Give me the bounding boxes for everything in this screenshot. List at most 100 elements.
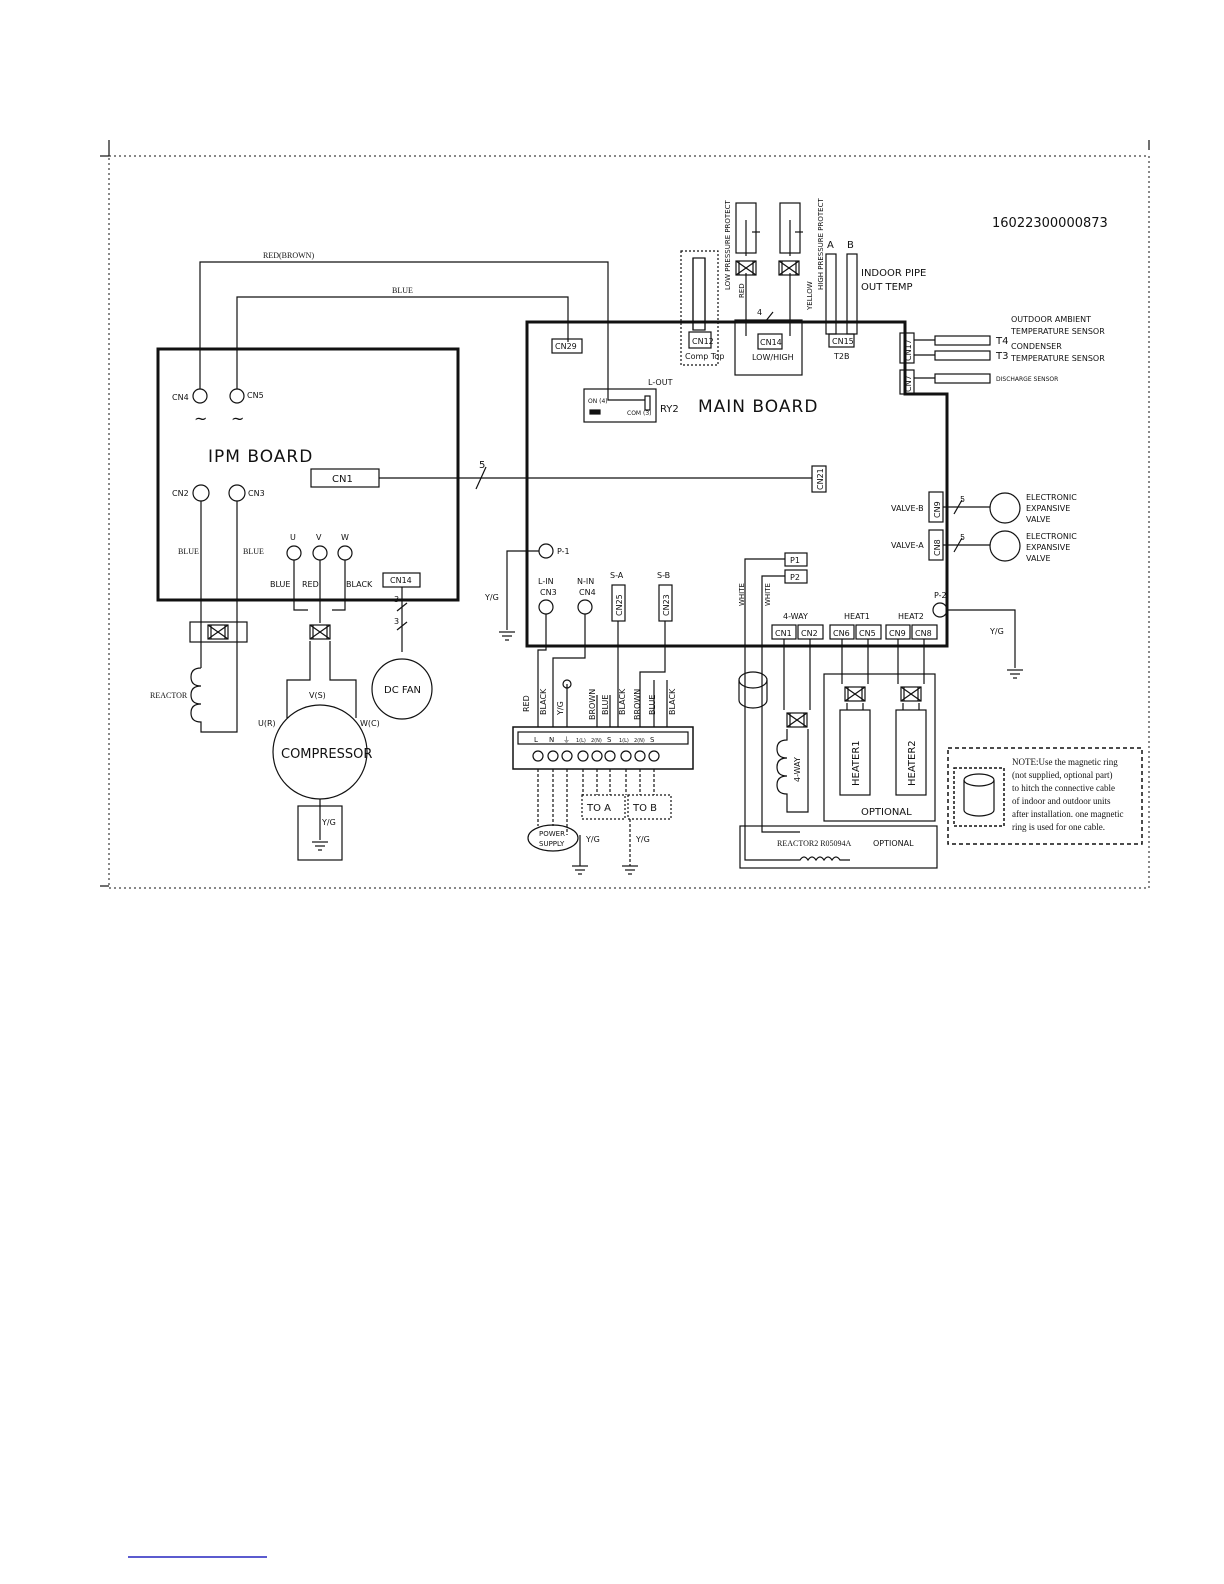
ipm-cn5-terminal [229, 388, 245, 404]
cn12-connector [688, 331, 712, 349]
ac-symbol: ~ [194, 409, 207, 428]
terminal-block [512, 726, 694, 770]
footer-rule [128, 1556, 267, 1558]
ipm-board [156, 347, 460, 602]
svg-text:BLACK: BLACK [668, 688, 677, 715]
svg-text:COMPRESSOR: COMPRESSOR [281, 747, 372, 762]
reactor-coil [190, 652, 238, 733]
svg-text:OPTIONAL: OPTIONAL [861, 807, 912, 818]
low-pressure-label: LOW PRESSURE PROTECT [724, 199, 732, 290]
svg-text:5: 5 [960, 495, 965, 504]
ipm-cn3-terminal [228, 484, 246, 502]
svg-text:ELECTRONIC: ELECTRONIC [1026, 532, 1077, 541]
eev-b [989, 492, 1021, 524]
wire-red-brown [199, 261, 645, 401]
cn14-connector [757, 333, 783, 350]
four-way-coil [776, 729, 809, 813]
reactor2-box [739, 825, 938, 869]
svg-text:CN17: CN17 [904, 339, 913, 361]
cn21-connector [811, 465, 827, 493]
wire-blue [236, 296, 569, 389]
svg-text:VALVE-A: VALVE-A [891, 541, 924, 550]
svg-text:TEMPERATURE SENSOR: TEMPERATURE SENSOR [1010, 354, 1105, 363]
note-box [947, 747, 1143, 845]
svg-text:4: 4 [757, 308, 762, 317]
magnetic-ring-icon [963, 773, 995, 787]
svg-text:Y/G: Y/G [989, 627, 1004, 636]
svg-text:BROWN: BROWN [588, 689, 597, 720]
svg-text:CN1: CN1 [775, 629, 792, 638]
svg-text:P2: P2 [790, 573, 800, 582]
svg-text:CN9: CN9 [889, 629, 906, 638]
eev-a [989, 530, 1021, 562]
svg-text:ELECTRONIC: ELECTRONIC [1026, 493, 1077, 502]
svg-text:CN2: CN2 [801, 629, 818, 638]
terminal-wire-colors: RED BLACK Y/G BROWN BLUE BLACK BROWN BLU… [522, 688, 677, 720]
svg-text:2(N): 2(N) [591, 738, 602, 744]
svg-text:WHITE: WHITE [764, 583, 772, 606]
svg-text:ON (4): ON (4) [588, 398, 608, 405]
svg-text:NOTE:Use the magnetic ring: NOTE:Use the magnetic ring [1012, 757, 1118, 767]
svg-text:U(R): U(R) [258, 719, 276, 728]
svg-text:RED: RED [522, 695, 531, 712]
svg-text:⏚: ⏚ [563, 736, 570, 744]
diagram-frame [108, 155, 1150, 889]
svg-text:S-B: S-B [657, 571, 670, 580]
svg-text:OPTIONAL: OPTIONAL [873, 839, 914, 848]
svg-text:CN5: CN5 [859, 629, 876, 638]
svg-text:1(L): 1(L) [576, 738, 586, 744]
note-text: NOTE:Use the magnetic ring (not supplied… [1012, 757, 1123, 832]
to-b-box [627, 794, 672, 820]
svg-text:INDOOR PIPE: INDOOR PIPE [861, 268, 926, 279]
svg-text:SUPPLY: SUPPLY [539, 840, 565, 848]
ipm-cn4-terminal [192, 388, 208, 404]
ipm-board-title: IPM BOARD [208, 447, 313, 467]
svg-text:U: U [290, 533, 296, 542]
to-a-box [581, 794, 626, 820]
svg-text:RED: RED [302, 580, 319, 589]
svg-text:P1: P1 [790, 556, 800, 565]
svg-text:OUT TEMP: OUT TEMP [861, 282, 913, 293]
svg-text:CN14: CN14 [390, 576, 412, 585]
svg-text:T3: T3 [995, 351, 1008, 362]
cn29-connector [551, 338, 583, 354]
svg-text:Y/G: Y/G [556, 701, 565, 716]
svg-text:TO A: TO A [586, 803, 611, 814]
svg-text:DISCHARGE SENSOR: DISCHARGE SENSOR [996, 376, 1058, 383]
cn17-connector [899, 332, 915, 364]
svg-text:LOW/HIGH: LOW/HIGH [752, 353, 794, 362]
n-in-terminal [577, 599, 593, 615]
svg-text:CN8: CN8 [933, 539, 942, 556]
svg-text:HEATER2: HEATER2 [907, 740, 918, 786]
motor-v-terminal [312, 545, 328, 561]
svg-text:OUTDOOR AMBIENT: OUTDOOR AMBIENT [1011, 315, 1091, 324]
svg-text:HEAT2: HEAT2 [898, 612, 924, 621]
svg-text:RED(BROWN): RED(BROWN) [263, 251, 314, 260]
svg-text:BLUE: BLUE [178, 547, 199, 556]
motor-w-terminal [337, 545, 353, 561]
svg-text:5: 5 [479, 460, 485, 471]
svg-text:4-WAY: 4-WAY [783, 612, 808, 621]
heater2 [895, 709, 927, 796]
svg-text:CN6: CN6 [833, 629, 850, 638]
svg-text:CN4: CN4 [579, 588, 596, 597]
svg-text:S-A: S-A [610, 571, 624, 580]
svg-text:BLUE: BLUE [270, 580, 290, 589]
svg-text:L-OUT: L-OUT [648, 378, 673, 387]
svg-text:B: B [847, 240, 854, 251]
svg-text:BLUE: BLUE [601, 695, 610, 715]
ipm-cn2-terminal [192, 484, 210, 502]
svg-text:S: S [650, 736, 655, 744]
svg-text:CN3: CN3 [248, 489, 265, 498]
svg-text:of indoor and outdoor units: of indoor and outdoor units [1012, 796, 1111, 806]
svg-text:DC FAN: DC FAN [384, 685, 421, 696]
svg-text:W: W [341, 533, 349, 542]
drawing-number: 16022300000873 [992, 216, 1108, 231]
svg-text:CN4: CN4 [172, 393, 189, 402]
svg-text:CN25: CN25 [615, 594, 624, 616]
svg-text:CN5: CN5 [247, 391, 264, 400]
svg-text:CN9: CN9 [933, 501, 942, 518]
high-pressure-label: HIGH PRESSURE PROTECT [817, 198, 825, 290]
motor-u-terminal [286, 545, 302, 561]
svg-text:P-1: P-1 [557, 547, 570, 556]
